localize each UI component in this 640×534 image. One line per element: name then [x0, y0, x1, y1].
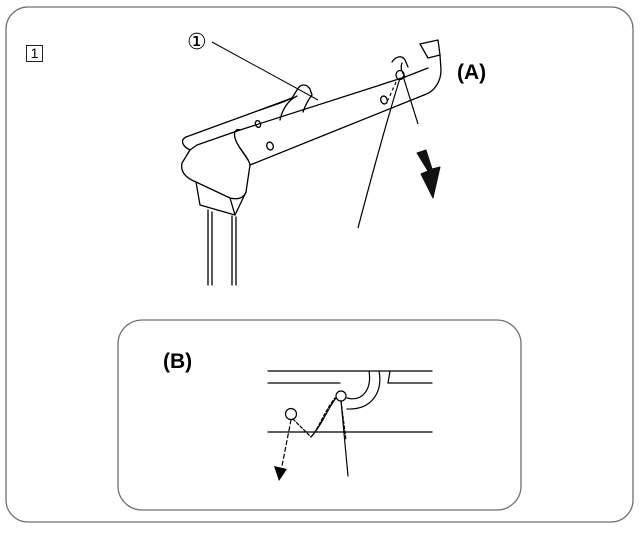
part-leader-line — [211, 41, 319, 101]
dashed-down-arrow-icon — [274, 466, 287, 481]
thread — [357, 75, 419, 229]
inset-box — [117, 319, 522, 511]
view-b-label: (B) — [163, 350, 193, 373]
part-number-label: ① — [187, 30, 207, 55]
step-number-box: 1 — [26, 45, 43, 62]
inset-detail — [267, 370, 433, 477]
down-arrow-icon — [416, 149, 441, 199]
view-a-label: (A) — [457, 61, 487, 84]
